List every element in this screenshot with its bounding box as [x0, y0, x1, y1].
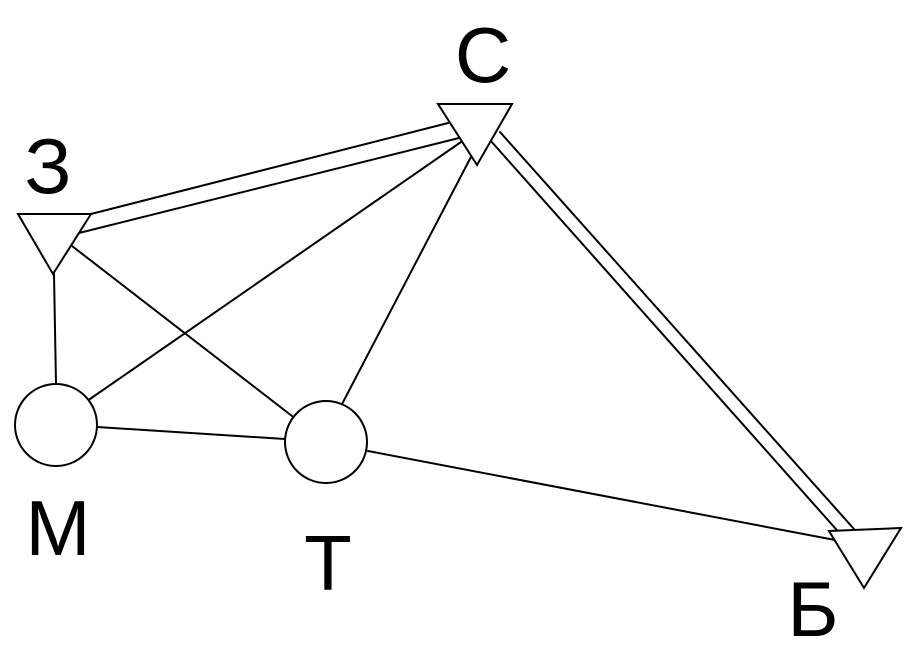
- node-b-label: Б: [787, 565, 838, 650]
- edge-m-s: [89, 141, 462, 400]
- edge-m-t: [96, 426, 286, 440]
- node-t-circle: [284, 400, 368, 484]
- edge-t-b: [367, 450, 836, 541]
- node-m-label: М: [26, 484, 91, 572]
- node-t-label: Т: [304, 519, 352, 607]
- node-m: М: [14, 383, 98, 572]
- edges: [53, 120, 855, 541]
- node-s-label: С: [455, 11, 511, 99]
- node-z-label: З: [24, 122, 71, 210]
- node-z-triangle: [16, 213, 93, 276]
- node-z: З: [16, 122, 93, 276]
- node-b: Б: [787, 526, 903, 650]
- node-s-triangle: [436, 103, 514, 167]
- node-b-triangle: [827, 526, 903, 590]
- node-t: Т: [284, 400, 368, 607]
- edge-t-s: [340, 154, 473, 407]
- node-s: С: [436, 11, 514, 167]
- edge-s-b: [489, 131, 855, 538]
- edge-z-s: [74, 120, 460, 235]
- node-m-circle: [14, 383, 98, 467]
- edge-z-m: [53, 273, 57, 385]
- edge-z-t: [71, 245, 293, 417]
